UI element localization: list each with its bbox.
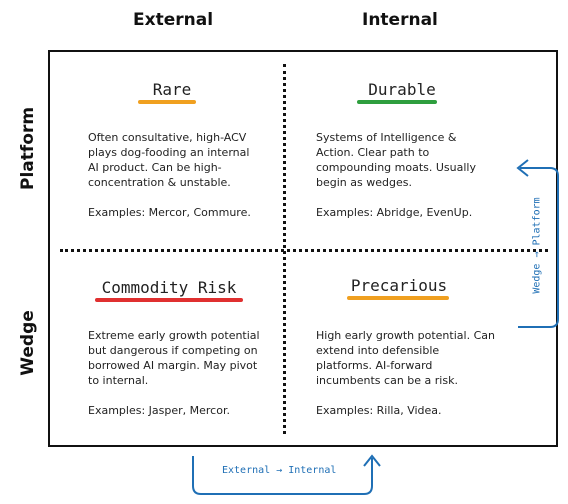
underline-durable bbox=[357, 100, 437, 104]
quadrant-examples-durable: Examples: Abridge, EvenUp. bbox=[316, 206, 473, 219]
wedge-to-platform-arrowhead bbox=[516, 159, 529, 177]
external-to-internal-label: External → Internal bbox=[222, 465, 337, 476]
underline-precarious bbox=[347, 296, 449, 300]
column-header-internal: Internal bbox=[362, 10, 438, 30]
quadrant-examples-commodity-risk: Examples: Jasper, Mercor. bbox=[88, 404, 230, 417]
external-to-internal-arrowhead bbox=[363, 454, 381, 467]
quadrant-description-durable: Systems of Intelligence & Action. Clear … bbox=[316, 131, 476, 189]
wedge-to-platform-label: Wedge → Platform bbox=[531, 197, 543, 294]
quadrant-title-durable: Durable bbox=[368, 80, 436, 99]
quadrant-title-rare: Rare bbox=[152, 80, 192, 99]
column-header-external: External bbox=[133, 10, 214, 30]
underline-rare bbox=[138, 100, 196, 104]
wedge-to-platform-arrow bbox=[518, 167, 559, 328]
quadrant-description-precarious: High early growth potential. Can extend … bbox=[316, 329, 495, 387]
quadrant-matrix: Rare Often consultative, high-ACV plays … bbox=[48, 50, 558, 447]
underline-commodity-risk bbox=[95, 298, 243, 302]
external-to-internal-arrow bbox=[192, 456, 373, 495]
quadrant-title-commodity-risk: Commodity Risk bbox=[101, 278, 237, 297]
quadrant-description-rare: Often consultative, high-ACV plays dog-f… bbox=[88, 131, 250, 189]
quadrant-description-commodity-risk: Extreme early growth potential but dange… bbox=[88, 329, 260, 387]
quadrant-examples-rare: Examples: Mercor, Commure. bbox=[88, 206, 251, 219]
quadrant-title-precarious: Precarious bbox=[350, 276, 448, 295]
horizontal-divider bbox=[60, 249, 548, 252]
quadrant-examples-precarious: Examples: Rilla, Videa. bbox=[316, 404, 442, 417]
